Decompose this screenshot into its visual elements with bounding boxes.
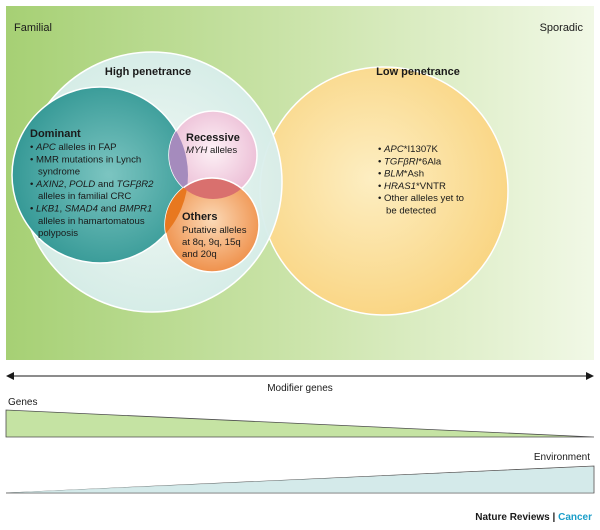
low-penetrance-title: Low penetrance (376, 66, 460, 78)
environment-wedge-fill (6, 466, 594, 493)
recessive-item-line: MYH alleles (186, 145, 237, 156)
recessive-title: Recessive (186, 132, 240, 144)
journal-separator: | (549, 512, 559, 523)
modifier-arrow-left-head (6, 372, 14, 380)
dominant-item-line: polyposis (30, 228, 78, 239)
dominant-item-line: • MMR mutations in Lynch (30, 154, 141, 165)
low-item-line: • BLM*Ash (378, 169, 424, 180)
journal-section: Cancer (558, 512, 592, 523)
modifier-arrow-right-head (586, 372, 594, 380)
dominant-item-line: alleles in familial CRC (30, 191, 131, 202)
dominant-list: • APC alleles in FAP• MMR mutations in L… (30, 142, 154, 239)
overlap-recessive-others (169, 177, 257, 199)
high-penetrance-title: High penetrance (105, 66, 191, 78)
low-penetrance-list: • APC*I1307K• TGFβRI*6Ala • BLM*Ash• HRAS… (378, 144, 464, 217)
low-item-line: • TGFβRI*6Ala (378, 156, 442, 167)
dominant-item-line: syndrome (30, 167, 80, 178)
familial-label: Familial (14, 22, 52, 34)
others-title: Others (182, 211, 217, 223)
genes-label: Genes (8, 397, 37, 408)
journal-name: Nature Reviews (475, 512, 550, 523)
dominant-title: Dominant (30, 128, 81, 140)
dominant-item-line: • LKB1, SMAD4 and BMPR1 (30, 204, 152, 215)
others-item-line: at 8q, 9q, 15q (182, 237, 241, 248)
sporadic-label: Sporadic (540, 22, 584, 34)
modifier-genes-label: Modifier genes (267, 383, 333, 394)
low-item-line: be detected (378, 206, 436, 217)
recessive-list: MYH alleles (186, 145, 237, 156)
others-item-line: and 20q (182, 249, 217, 260)
environment-label: Environment (534, 452, 590, 463)
dominant-item-line: alleles in hamartomatous (30, 216, 145, 227)
low-item-line: • APC*I1307K (378, 144, 439, 155)
journal-credit: Nature Reviews | Cancer (475, 512, 592, 523)
genes-wedge (5, 409, 595, 438)
dominant-item-line: • AXIN2, POLD and TGFβR2 (30, 179, 154, 190)
others-item-line: Putative alleles (182, 225, 247, 236)
dominant-item-line: • APC alleles in FAP (30, 142, 117, 153)
low-item-line: • Other alleles yet to (378, 193, 464, 204)
low-item-line: • HRAS1*VNTR (378, 181, 446, 192)
